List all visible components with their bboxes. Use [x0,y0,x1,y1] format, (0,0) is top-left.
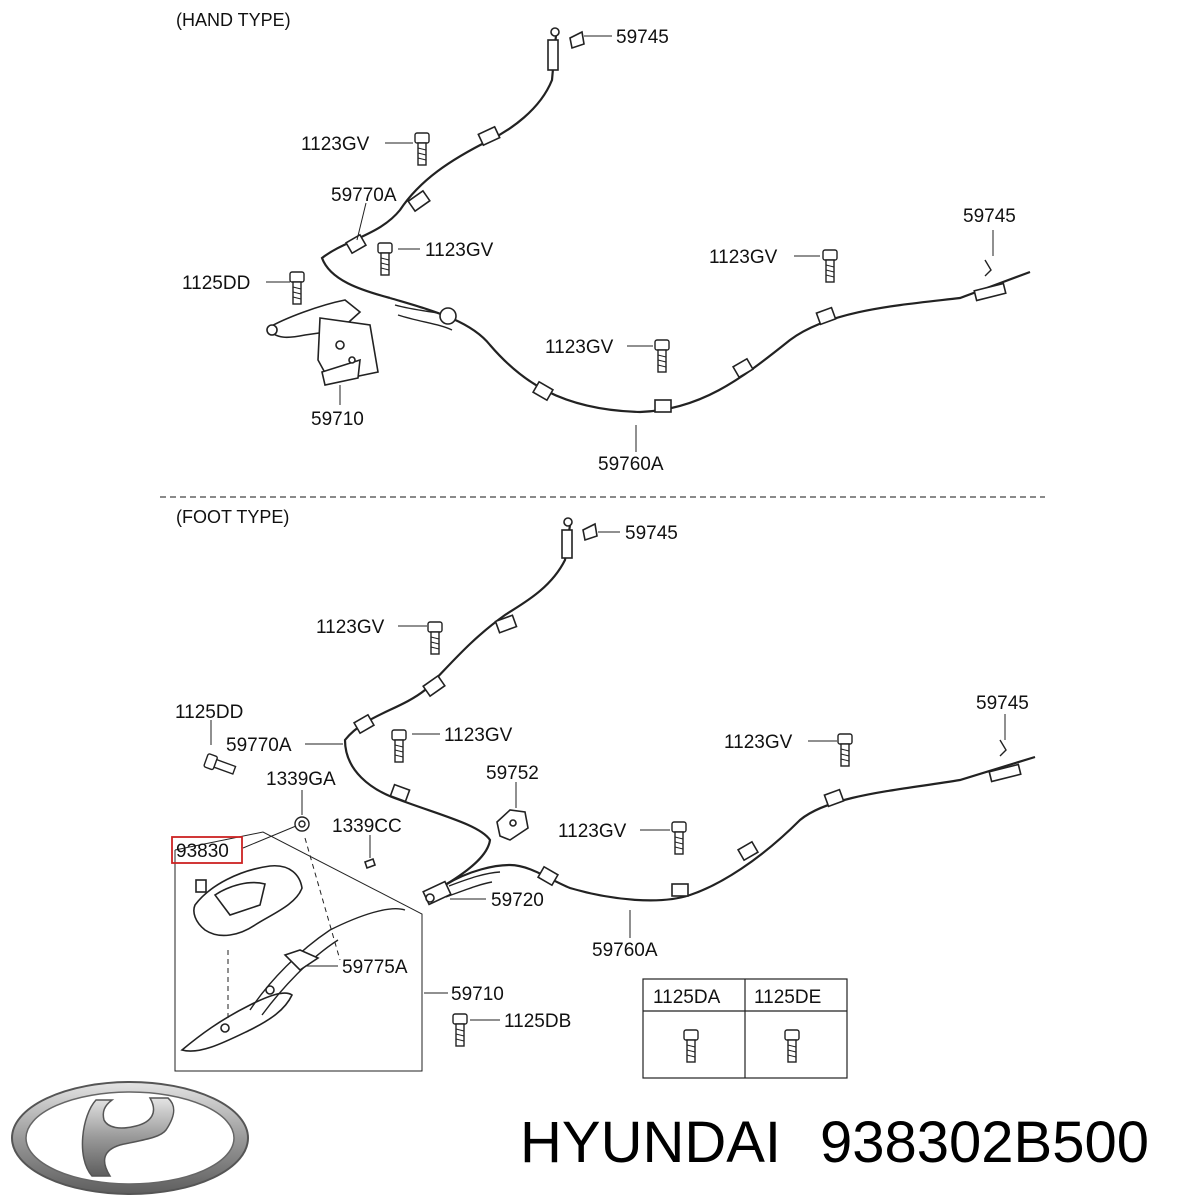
foot-bolt-1123gv-c [837,733,853,767]
foot-bolt-1123gv-b [391,729,407,763]
hand-clip-59745-top [569,30,585,50]
label-foot-1125dd: 1125DD [175,702,243,723]
label-foot-59775a: 59775A [342,957,408,978]
bolt-table: 1125DA 1125DE [642,978,848,1079]
foot-pin-1339cc [363,857,377,870]
label-foot-1123gv-d: 1123GV [558,821,627,842]
label-foot-1339ga: 1339GA [266,769,336,790]
hand-lever-59710 [266,299,379,386]
foot-cable-59770a [343,524,572,886]
bolt-table-header-1125da: 1125DA [653,987,721,1008]
part-number: 938302B500 [820,1110,1149,1175]
foot-bolt-1123gv-d [671,821,687,855]
hand-clip-59745-right [984,259,992,277]
label-foot-1123gv-a: 1123GV [316,617,385,638]
hand-bolt-1123gv-a [414,132,430,166]
label-hand-1123gv-b: 1123GV [425,240,494,261]
hand-cable-59770a [320,34,558,300]
label-foot-93830: 93830 [176,841,229,862]
label-hand-59710: 59710 [311,409,364,430]
label-hand-59745-right: 59745 [963,206,1016,227]
label-foot-1123gv-c: 1123GV [724,732,793,753]
label-hand-59760a: 59760A [598,454,664,475]
foot-clip-59745-top [582,522,598,542]
label-foot-59745-top: 59745 [625,523,678,544]
foot-pedal-59710 [174,831,423,1072]
foot-bolt-1123gv-a [427,621,443,655]
label-foot-59752: 59752 [486,763,539,784]
label-foot-1339cc: 1339CC [332,816,402,837]
hand-type-title: (HAND TYPE) [176,10,291,30]
label-hand-1125dd: 1125DD [182,273,250,294]
label-hand-59770a: 59770A [331,185,397,206]
foot-clip-59745-right [999,739,1007,757]
label-foot-59745-right: 59745 [976,693,1029,714]
hand-bolt-1125dd [289,271,305,305]
hand-cable-59760a [389,270,1031,414]
hyundai-logo [11,1081,249,1195]
foot-bracket-59752 [496,809,529,841]
hand-bolt-1123gv-d [654,339,670,373]
label-hand-1123gv-d: 1123GV [545,337,614,358]
foot-type-title: (FOOT TYPE) [176,507,289,527]
label-hand-1123gv-a: 1123GV [301,134,370,155]
foot-equalizer-59720 [422,871,501,906]
brand-name: HYUNDAI [520,1110,781,1175]
label-foot-59720: 59720 [491,890,544,911]
highlight-box-93830 [171,836,243,864]
label-foot-59770a: 59770A [226,735,292,756]
foot-nut-1339ga [294,816,310,832]
foot-bolt-1125db [452,1013,468,1047]
hand-bolt-1123gv-b [377,242,393,276]
label-foot-59760a: 59760A [592,940,658,961]
label-foot-1123gv-b: 1123GV [444,725,513,746]
label-hand-59745-top: 59745 [616,27,669,48]
label-foot-59710: 59710 [451,984,504,1005]
label-hand-1123gv-c: 1123GV [709,247,778,268]
hand-bolt-1123gv-c [822,249,838,283]
bolt-table-header-1125de: 1125DE [754,987,821,1008]
foot-bolt-1125dd [203,753,237,775]
label-foot-1125db: 1125DB [504,1011,571,1032]
